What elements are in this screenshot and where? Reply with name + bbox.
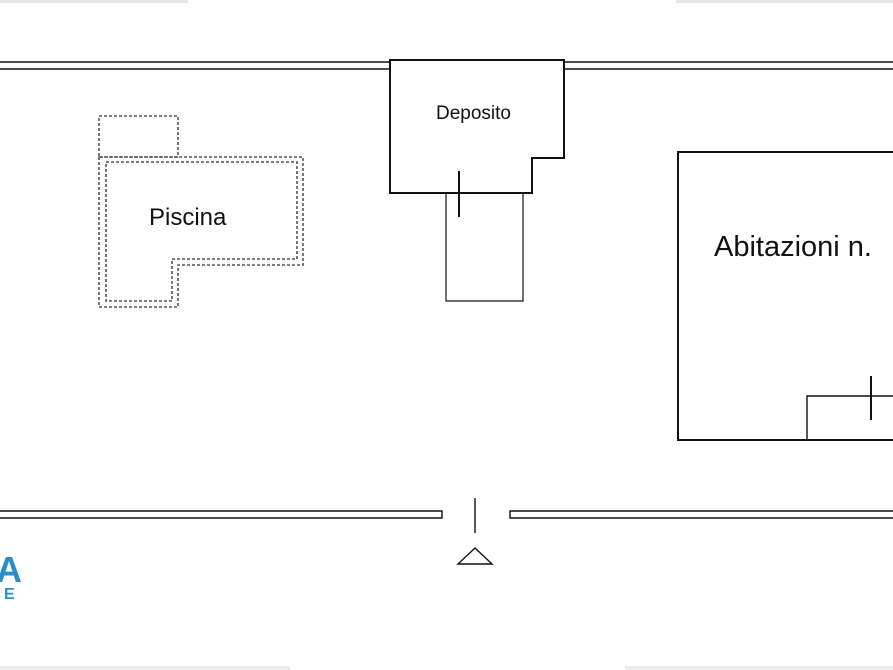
top-boundary-wall (0, 61, 893, 70)
top-edge-strip-right (676, 0, 893, 3)
piscina-outline (98, 115, 304, 308)
abitazioni-step (806, 395, 893, 440)
entrance-triangle-icon (456, 547, 494, 565)
abitazioni-outline (677, 151, 893, 441)
deposito-ramp (445, 193, 524, 302)
bottom-edge-strip-right (625, 666, 893, 670)
logo-mark: A (0, 549, 22, 590)
room-label-abitazioni: Abitazioni n. (714, 231, 872, 263)
room-label-piscina: Piscina (149, 204, 227, 231)
logo-subtext: E (4, 586, 15, 603)
bottom-boundary-wall (0, 510, 893, 519)
bottom-edge-strip-left (0, 666, 290, 670)
deposito-outline (389, 59, 565, 194)
room-label-deposito: Deposito (436, 103, 511, 124)
top-edge-strip-left (0, 0, 188, 3)
